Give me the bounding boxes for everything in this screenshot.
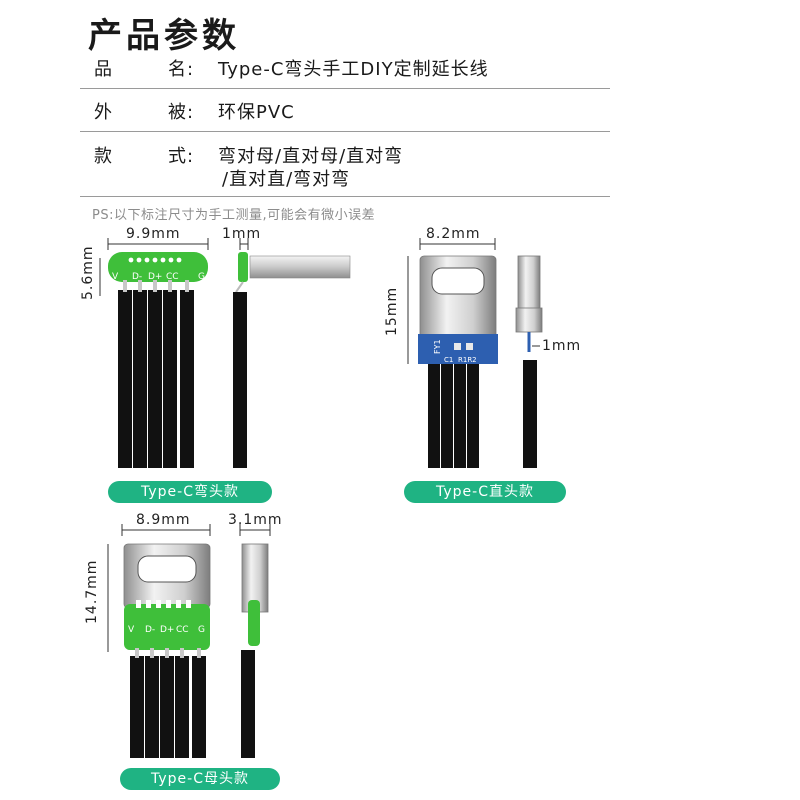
female-height-label: 14.7mm	[84, 559, 100, 624]
spec-label-name: 品	[94, 59, 113, 80]
board-mark: FY1	[433, 339, 442, 354]
caption-straight: Type-C直头款	[404, 481, 566, 503]
spec-value-style: 弯对母/直对母/直对弯	[218, 146, 404, 167]
pin-label: CC	[166, 272, 179, 282]
spec-value-style-2: /直对直/弯对弯	[222, 169, 351, 190]
female-width-label: 8.9mm	[136, 512, 191, 528]
pin-label: G	[198, 272, 205, 282]
straight-height-label: 15mm	[384, 286, 400, 336]
bent-width-label: 9.9mm	[126, 226, 181, 242]
bent-connector-side	[233, 238, 351, 468]
pin-label: G	[198, 625, 205, 635]
divider	[80, 88, 610, 89]
pin-label: CC	[176, 625, 189, 635]
page-title: 产品参数	[88, 16, 240, 56]
pin-label: D-	[145, 625, 155, 635]
female-connector-front	[107, 524, 211, 758]
straight-side-label: 1mm	[542, 338, 582, 354]
pin-label: V	[112, 272, 119, 282]
divider	[80, 196, 610, 197]
measurement-note: PS:以下标注尺寸为手工测量,可能会有微小误差	[92, 208, 376, 223]
pin-label: D-	[132, 272, 142, 282]
female-side-label: 3.1mm	[228, 512, 283, 528]
spec-value-jacket: 环保PVC	[218, 102, 295, 123]
pin-label: D+	[148, 272, 162, 282]
board-mark: R1R2	[458, 356, 477, 364]
pin-label: V	[128, 625, 135, 635]
straight-connector-side	[515, 255, 543, 468]
straight-width-label: 8.2mm	[426, 226, 481, 242]
spec-label-name-2: 名:	[168, 59, 195, 80]
spec-label-style-2: 式:	[168, 146, 195, 167]
caption-bent: Type-C弯头款	[108, 481, 272, 503]
female-connector-side	[239, 524, 271, 758]
bent-connector-front	[99, 238, 209, 468]
pin-label: D+	[160, 625, 174, 635]
divider	[80, 131, 610, 132]
board-mark: C1	[444, 356, 453, 364]
spec-label-jacket: 外	[94, 102, 113, 123]
straight-connector-front	[407, 238, 498, 468]
bent-height-label: 5.6mm	[80, 245, 96, 300]
spec-label-style: 款	[94, 146, 113, 167]
bent-side-label: 1mm	[222, 226, 262, 242]
caption-female: Type-C母头款	[120, 768, 280, 790]
spec-value-name: Type-C弯头手工DIY定制延长线	[218, 59, 489, 80]
spec-label-jacket-2: 被:	[168, 102, 195, 123]
